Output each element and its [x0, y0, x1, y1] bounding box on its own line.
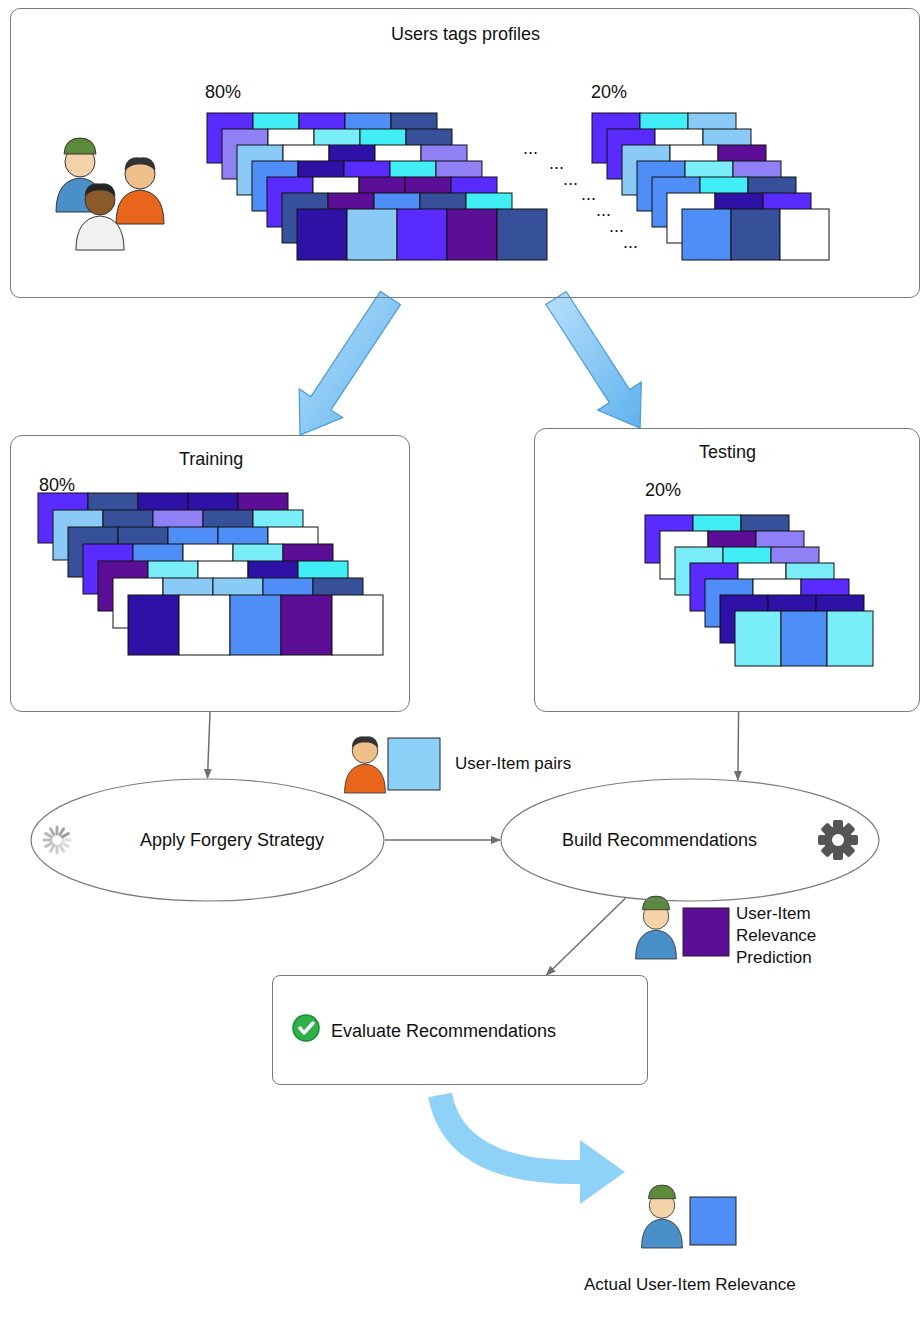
item-square	[683, 908, 729, 956]
node-annotation: ...	[609, 215, 624, 237]
process-box: Testing 20%	[534, 428, 920, 712]
node-title: Training	[179, 448, 243, 470]
node-title: Testing	[699, 441, 756, 463]
flow-arrow	[385, 839, 500, 841]
pair-label: User-Item pairs	[455, 753, 571, 775]
node-annotation: 20%	[591, 81, 627, 103]
curved-arrow	[440, 1095, 625, 1204]
item-square	[690, 1197, 736, 1245]
tag-profile-stacks	[38, 113, 873, 666]
gear-icon	[818, 820, 858, 860]
node-annotation: ...	[549, 152, 564, 174]
node-annotation: ...	[596, 199, 611, 221]
node-annotation: 80%	[205, 81, 241, 103]
process-ellipse: Build Recommendations	[500, 778, 880, 902]
block-arrow	[299, 291, 400, 435]
flow-arrow	[737, 712, 739, 780]
prediction-label: User-Item Relevance Prediction	[736, 903, 836, 969]
process-box: Users tags profiles 80% 20%...............…	[10, 8, 920, 298]
node-title: Apply Forgery Strategy	[140, 829, 324, 851]
node-annotation: ...	[623, 231, 638, 253]
process-box: Evaluate Recommendations	[272, 975, 648, 1085]
check-icon	[293, 1015, 319, 1041]
node-annotation: ...	[563, 168, 578, 190]
block-arrow	[546, 292, 641, 429]
flow-arrow	[546, 898, 625, 975]
spinner-icon	[44, 827, 70, 853]
item-square	[388, 738, 440, 790]
relevance-label: Actual User-Item Relevance	[584, 1274, 796, 1296]
node-annotation: ...	[581, 183, 596, 205]
user-icons	[56, 138, 682, 1248]
node-annotation: 80%	[39, 474, 75, 496]
node-title: Evaluate Recommendations	[331, 1020, 556, 1042]
node-title: Build Recommendations	[562, 829, 757, 851]
node-annotation: 20%	[645, 479, 681, 501]
node-annotation: ...	[523, 137, 538, 159]
process-box: Training 80%	[10, 435, 410, 712]
flow-arrow	[208, 712, 211, 778]
process-ellipse: Apply Forgery Strategy	[30, 778, 385, 902]
node-title: Users tags profiles	[391, 23, 540, 45]
